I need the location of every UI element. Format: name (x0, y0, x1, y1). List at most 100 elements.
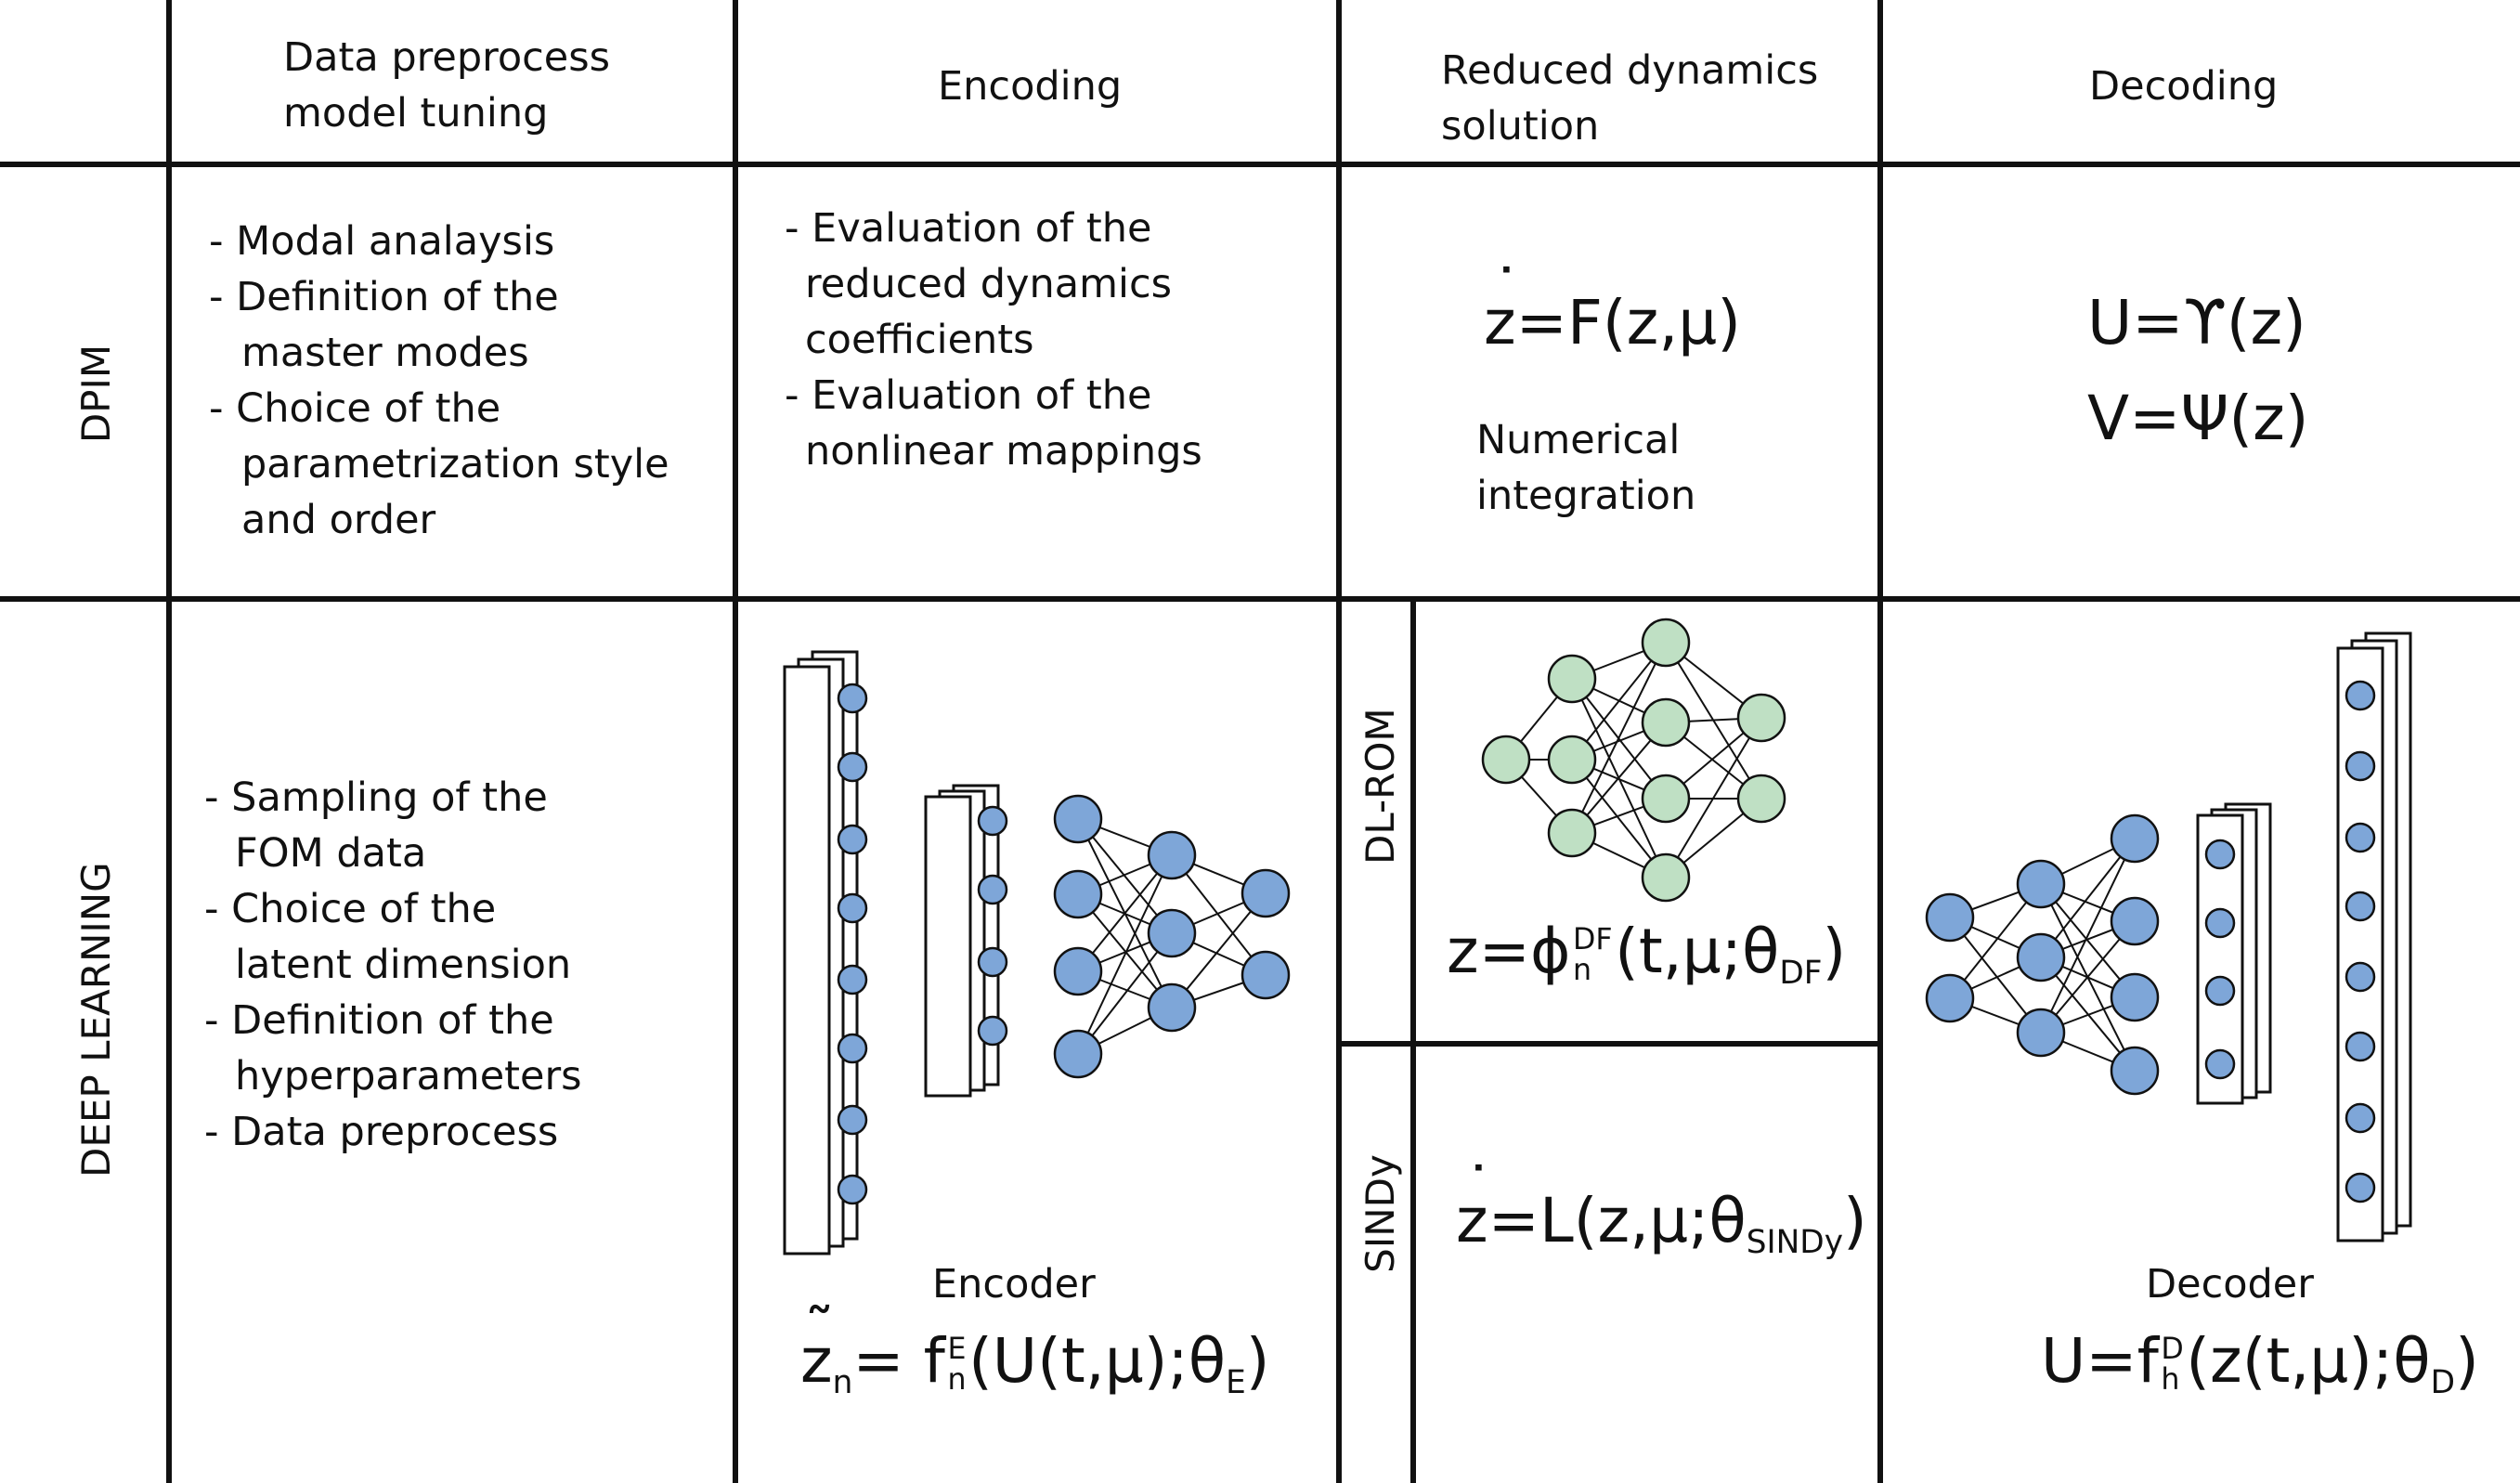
dl-preprocess-list: - Sampling of the FOM data - Choice of t… (204, 770, 582, 1160)
dpim-decode-eq-v: V=Ψ(z) (2087, 383, 2309, 454)
eq-part: ) (1245, 1325, 1270, 1397)
network-node (1641, 697, 1691, 748)
eq-part: U=f (2041, 1325, 2159, 1397)
decoder-conv-node (2204, 1048, 2236, 1080)
eq-sub: n (1573, 953, 1592, 987)
list-item: latent dimension (235, 942, 572, 988)
header-preprocess: Data preprocess model tuning (283, 34, 611, 137)
network-node (1147, 982, 1197, 1033)
network-node (1641, 774, 1691, 824)
encoder-conv-node (837, 1033, 868, 1064)
dpim-preprocess-list: - Modal analaysis - Definition of the ma… (209, 214, 669, 548)
eq-sub: SINDy (1746, 1224, 1844, 1261)
network-edge (1665, 717, 1762, 878)
decoder-conv-node (2345, 891, 2376, 922)
encoder-conv-node (837, 751, 868, 783)
encoder-conv-node (977, 874, 1008, 905)
network-node (1147, 908, 1197, 958)
eq-part: =L(z,μ;θ (1487, 1185, 1747, 1256)
list-item: - Definition of the (204, 997, 554, 1044)
list-item: - Choice of the (209, 385, 501, 432)
header-encoding: Encoding (938, 63, 1123, 110)
list-item: - Modal analaysis (209, 218, 555, 265)
network-edge (1571, 642, 1667, 761)
sindy-equation: z=L(z,μ;θSINDy) (1456, 1184, 1867, 1280)
decoder-conv-node (2204, 975, 2236, 1007)
network-node (1547, 654, 1597, 704)
network-edge (1077, 893, 1173, 1008)
network-node (1736, 774, 1786, 824)
decoder-conv-node (2204, 907, 2236, 939)
network-node (1053, 869, 1103, 919)
network-node (2110, 972, 2160, 1022)
encoder-conv-node (837, 1174, 868, 1205)
network-edge (1077, 818, 1173, 934)
encoder-conv-node (837, 892, 868, 924)
eq-part: (t,μ;θ (1615, 916, 1780, 987)
encoder-conv-big-layer-rect (783, 665, 831, 1255)
network-edge (2040, 838, 2136, 1034)
decoder-conv-node (2345, 1102, 2376, 1134)
decoder-conv-small-layer-rect (2196, 813, 2244, 1105)
network-node (2016, 932, 2066, 982)
network-edge (1949, 917, 2042, 1034)
decoder-conv-node (2204, 839, 2236, 870)
network-edge (1077, 854, 1173, 972)
list-item: - Evaluation of the (785, 372, 1152, 419)
eq-part: (z(t,μ);θ (2186, 1325, 2431, 1397)
network-edge (2040, 883, 2136, 998)
eq-sub: n (947, 1362, 967, 1397)
eq-part: = f (852, 1325, 945, 1397)
network-node (2110, 896, 2160, 946)
network-node (1481, 735, 1531, 785)
encoder-conv-node (977, 946, 1008, 978)
list-item: - Sampling of the (204, 774, 548, 821)
decoder-conv-node (2345, 1172, 2376, 1203)
encoder-conv-node (837, 964, 868, 995)
z-tilde: z (800, 1325, 833, 1397)
decoder-conv-node (2345, 822, 2376, 853)
encoder-label: Encoder (932, 1261, 1096, 1307)
eq-sup: D (2161, 1332, 2184, 1366)
encoder-conv-node (977, 805, 1008, 837)
network-edge (2040, 838, 2136, 958)
dpim-integration-label: Numerical integration (1476, 417, 1696, 519)
eq-sup: E (947, 1332, 967, 1366)
list-item: master modes (241, 330, 529, 376)
network-edge (1171, 854, 1266, 976)
list-item: - Evaluation of the (785, 205, 1152, 252)
reduced-rhs: =F(z,μ) (1515, 287, 1742, 358)
network-node (1641, 852, 1691, 903)
eq-sub: DF (1779, 955, 1823, 992)
decoder-conv-node (2345, 961, 2376, 993)
network-node (1053, 794, 1103, 844)
decoder-conv-node (2345, 1031, 2376, 1062)
encoder-conv-node (837, 683, 868, 714)
network-edge (1571, 759, 1667, 878)
network-edge (1571, 642, 1667, 834)
eq-sub: h (2161, 1362, 2180, 1397)
network-node (1925, 973, 1975, 1023)
network-edge (1077, 854, 1173, 1055)
encoder-equation: zn= fEn(U(t,μ);θE) (800, 1324, 1270, 1420)
decoder-conv-node (2345, 750, 2376, 782)
list-item: - Data preprocess (204, 1109, 559, 1155)
encoder-conv-node (977, 1015, 1008, 1047)
network-node (2110, 1046, 2160, 1096)
dpim-encoding-list: - Evaluation of the reduced dynamics coe… (785, 201, 1202, 479)
list-item: nonlinear mappings (805, 428, 1202, 475)
network-node (1641, 618, 1691, 668)
list-item: - Choice of the (204, 886, 497, 932)
eq-sub: n (832, 1364, 853, 1401)
list-item: and order (241, 497, 436, 543)
list-item: - Definition of the (209, 274, 559, 320)
decoder-conv-big-layer-rect (2336, 646, 2384, 1242)
eq-sub: D (2430, 1364, 2456, 1401)
network-node (1053, 946, 1103, 996)
